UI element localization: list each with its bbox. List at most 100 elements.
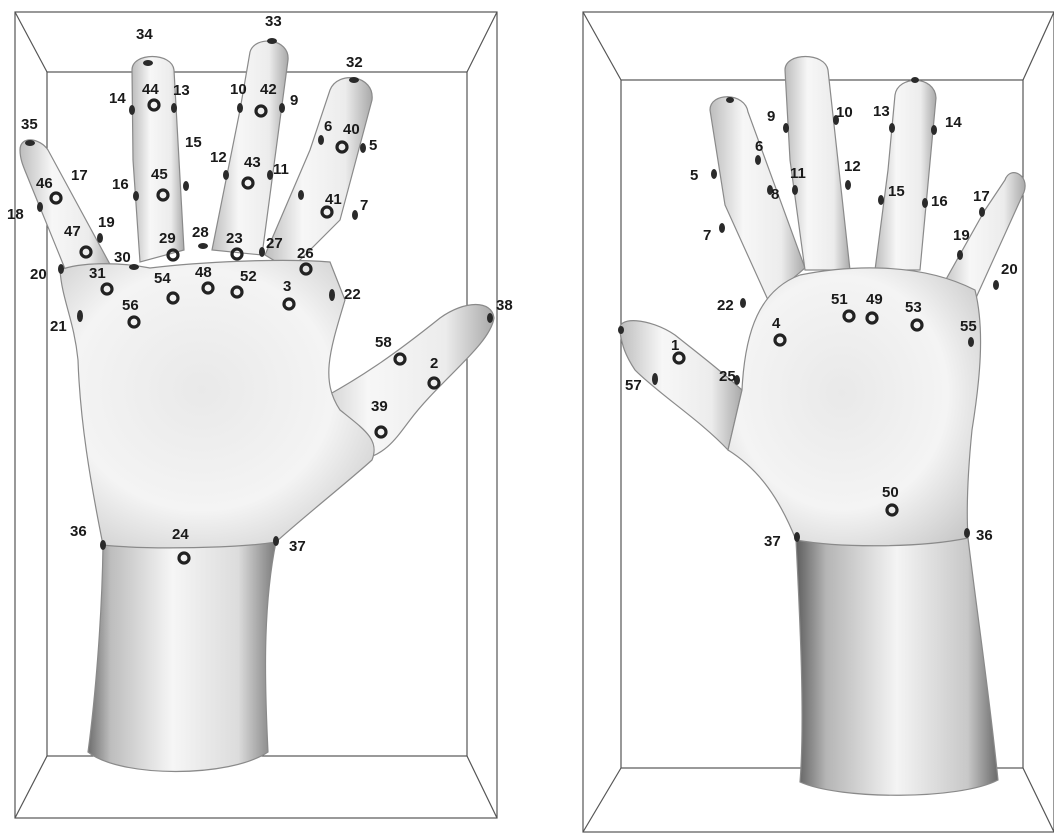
dorsal-panel: 1 4 5 6 7 8 9 10 11 12 13 14 15 16 17 19… [583, 12, 1054, 832]
marker-label: 28 [192, 224, 209, 241]
palm-panel: 2 3 5 6 7 9 10 11 12 13 14 15 16 17 18 1… [7, 12, 513, 818]
palm-hand-surface [20, 41, 494, 771]
marker-label: 23 [226, 230, 243, 247]
marker-label: 47 [64, 223, 81, 240]
marker-edge [726, 97, 734, 103]
marker-label: 20 [1001, 261, 1018, 278]
marker-label: 56 [122, 297, 139, 314]
marker-edge [618, 326, 624, 334]
marker-label: 7 [703, 227, 711, 244]
marker-edge [794, 532, 800, 542]
dorsal-hand-surface [620, 57, 1026, 796]
marker-label: 14 [109, 90, 126, 107]
marker-edge [957, 250, 963, 260]
marker-edge [171, 103, 177, 113]
marker-label: 27 [266, 235, 283, 252]
marker-label: 50 [882, 484, 899, 501]
marker-edge [792, 185, 798, 195]
marker-label: 22 [717, 297, 734, 314]
marker-label: 19 [953, 227, 970, 244]
marker-edge [97, 233, 103, 243]
marker-edge [740, 298, 746, 308]
marker-label: 14 [945, 114, 962, 131]
marker-label: 4 [772, 315, 781, 332]
marker-edge [143, 60, 153, 66]
marker-label: 13 [173, 82, 190, 99]
marker-label: 2 [430, 355, 438, 372]
marker-edge [259, 247, 265, 257]
marker-label: 48 [195, 264, 212, 281]
marker-edge [979, 207, 985, 217]
marker-label: 15 [185, 134, 202, 151]
marker-label: 40 [343, 121, 360, 138]
marker-label: 36 [70, 523, 87, 540]
marker-label: 3 [283, 278, 291, 295]
marker-edge [37, 202, 43, 212]
marker-edge [223, 170, 229, 180]
marker-edge [279, 103, 285, 113]
marker-label: 49 [866, 291, 883, 308]
marker-edge [755, 155, 761, 165]
marker-edge [783, 123, 789, 133]
marker-label: 7 [360, 197, 368, 214]
marker-edge [911, 77, 919, 83]
marker-label: 37 [764, 533, 781, 550]
marker-label: 11 [273, 161, 289, 178]
marker-ring [168, 250, 178, 260]
marker-edge [58, 264, 64, 274]
marker-label: 26 [297, 245, 314, 262]
marker-edge [889, 123, 895, 133]
marker-label: 20 [30, 266, 47, 283]
marker-label: 6 [755, 138, 763, 155]
marker-edge [352, 210, 358, 220]
marker-label: 22 [344, 286, 361, 303]
marker-label: 1 [671, 337, 679, 354]
marker-edge [993, 280, 999, 290]
marker-label: 15 [888, 183, 905, 200]
marker-label: 8 [771, 186, 779, 203]
marker-label: 34 [136, 26, 153, 43]
marker-edge [25, 140, 35, 146]
marker-edge [237, 103, 243, 113]
marker-label: 9 [290, 92, 298, 109]
marker-label: 24 [172, 526, 189, 543]
marker-edge [349, 77, 359, 83]
marker-label: 41 [325, 191, 342, 208]
marker-edge [198, 243, 208, 249]
marker-label: 37 [289, 538, 306, 555]
marker-label: 12 [844, 158, 861, 175]
marker-label: 45 [151, 166, 168, 183]
marker-label: 18 [7, 206, 24, 223]
marker-edge [183, 181, 189, 191]
marker-edge [360, 143, 366, 153]
marker-label: 30 [114, 249, 131, 266]
marker-label: 53 [905, 299, 922, 316]
marker-edge [487, 313, 493, 323]
marker-label: 16 [931, 193, 948, 210]
marker-edge [267, 38, 277, 44]
marker-label: 57 [625, 377, 642, 394]
marker-label: 17 [71, 167, 88, 184]
marker-edge [845, 180, 851, 190]
marker-label: 17 [973, 188, 990, 205]
marker-label: 21 [50, 318, 67, 335]
marker-label: 46 [36, 175, 53, 192]
marker-label: 16 [112, 176, 129, 193]
marker-label: 5 [690, 167, 698, 184]
marker-edge [133, 191, 139, 201]
marker-label: 10 [836, 104, 853, 121]
marker-edge [878, 195, 884, 205]
marker-label: 31 [89, 265, 106, 282]
marker-label: 11 [790, 165, 806, 182]
marker-label: 12 [210, 149, 227, 166]
marker-label: 55 [960, 318, 977, 335]
marker-label: 42 [260, 81, 277, 98]
marker-label: 51 [831, 291, 848, 308]
marker-edge [129, 105, 135, 115]
marker-label: 29 [159, 230, 176, 247]
marker-label: 52 [240, 268, 257, 285]
marker-label: 44 [142, 81, 159, 98]
marker-edge [100, 540, 106, 550]
marker-label: 13 [873, 103, 890, 120]
